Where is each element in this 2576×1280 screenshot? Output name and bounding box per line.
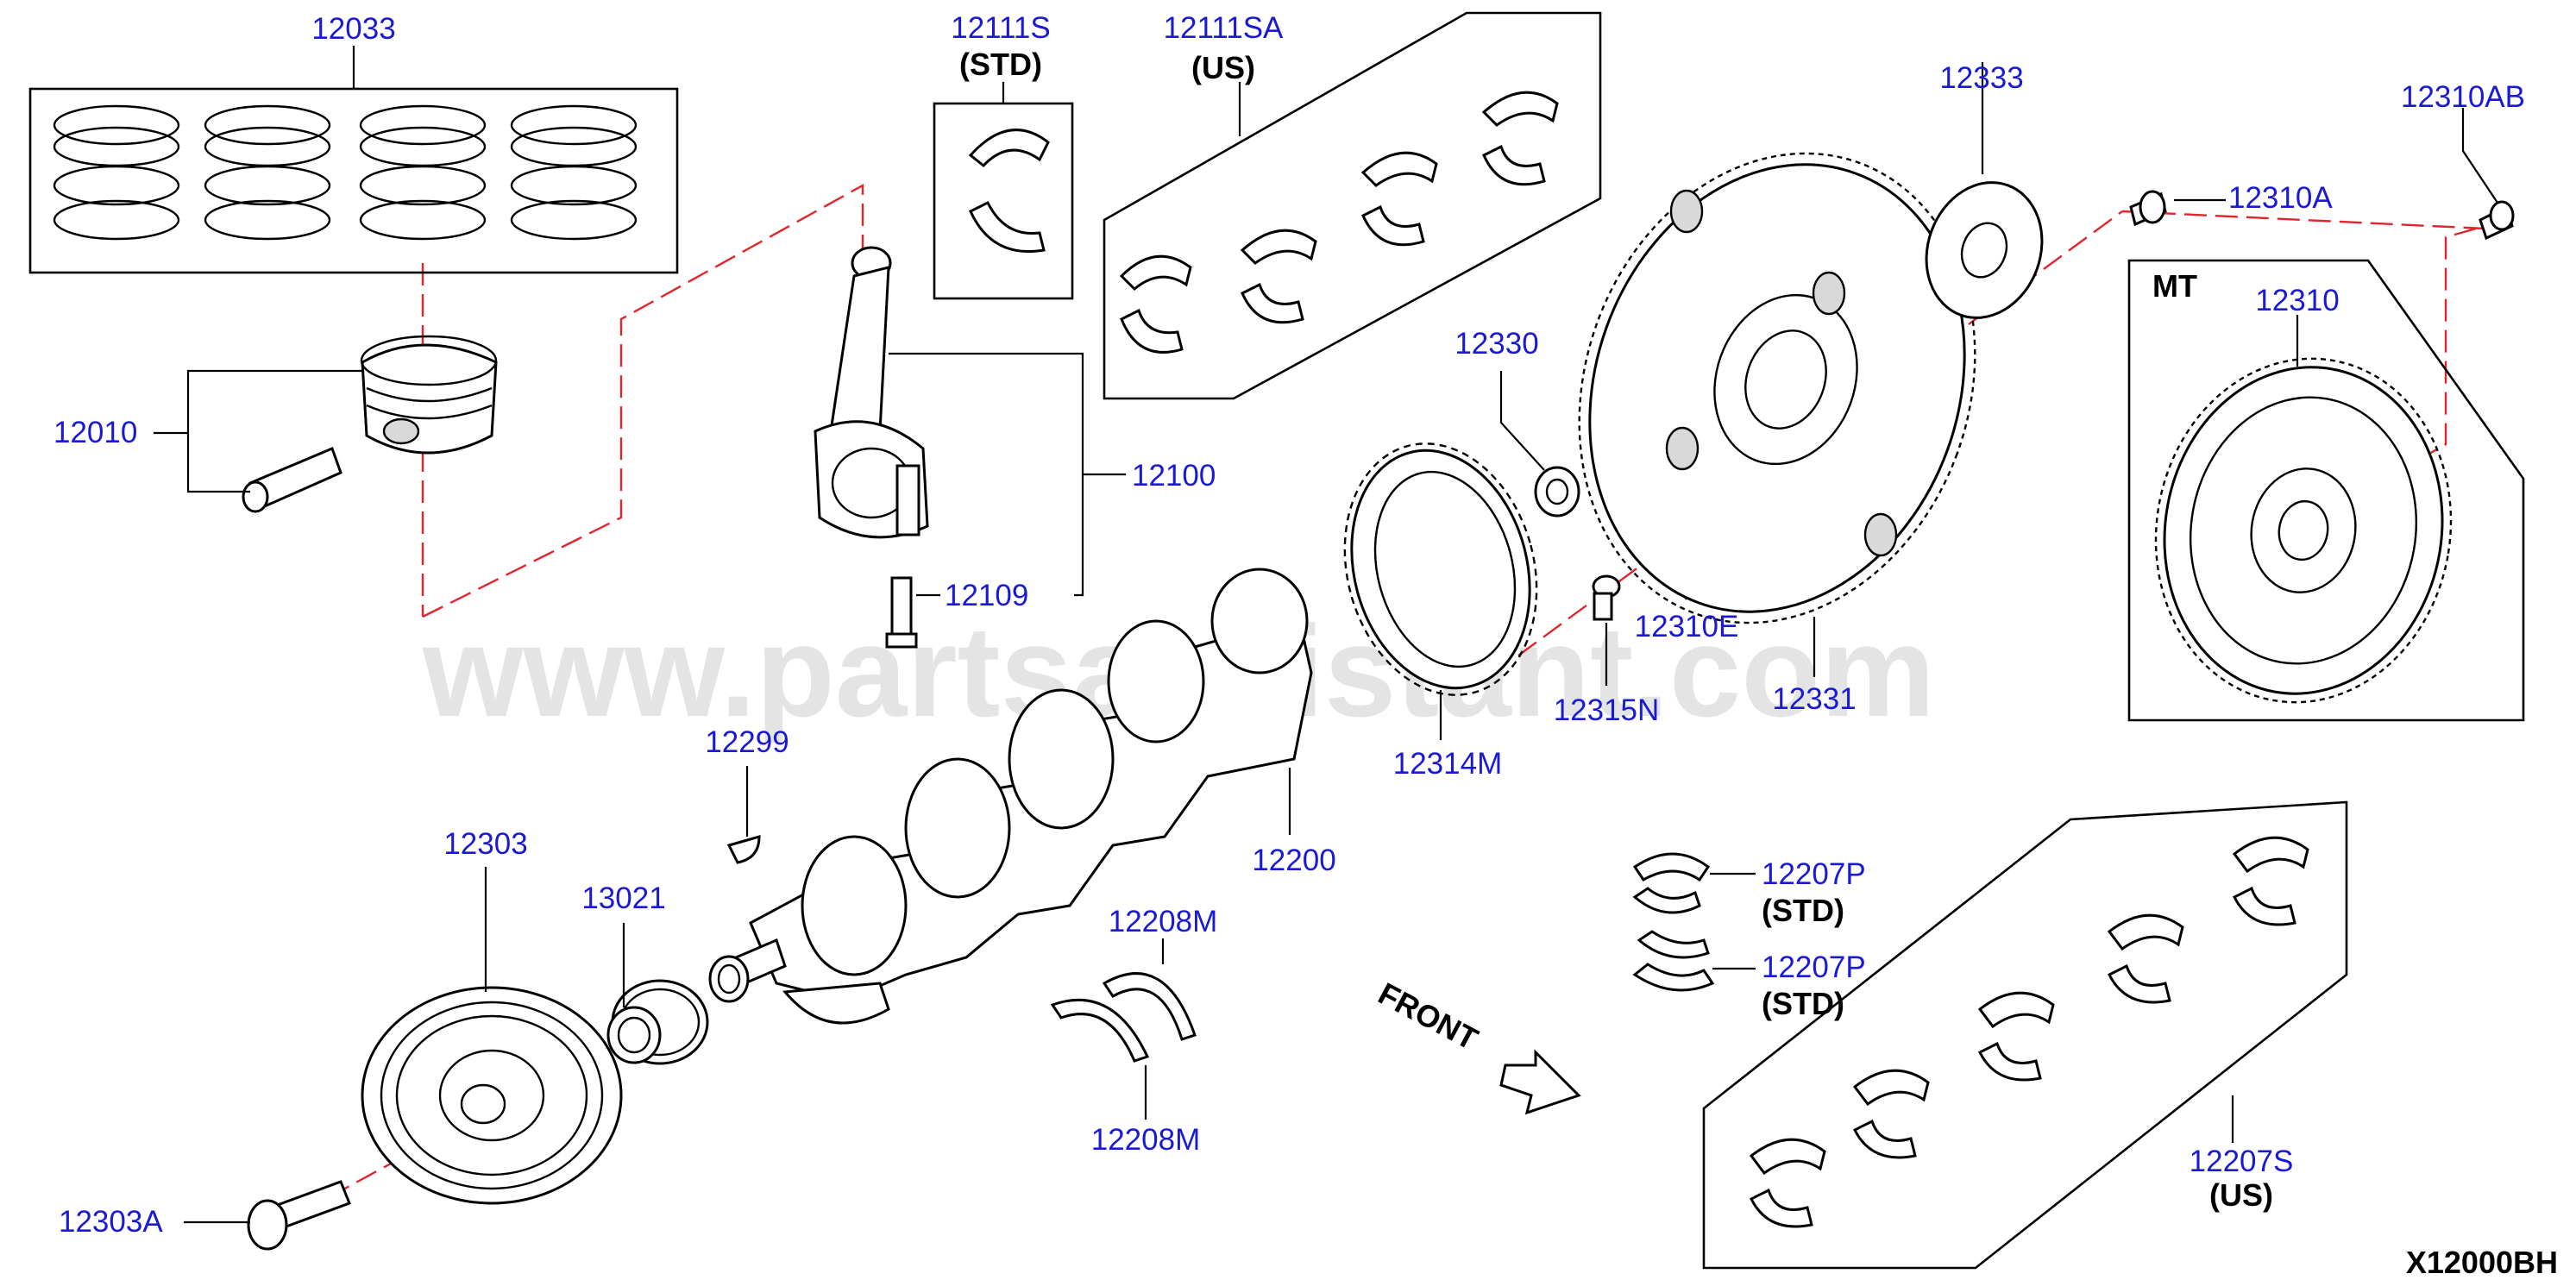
flywheel-bolt-mt[interactable] xyxy=(2461,108,2515,241)
piston-assembly[interactable] xyxy=(154,335,498,513)
label-12111SA[interactable]: 12111SA xyxy=(1164,11,1284,45)
crankshaft-sprocket[interactable] xyxy=(606,923,709,1065)
label-12315N[interactable]: 12315N xyxy=(1554,693,1660,727)
label-12109[interactable]: 12109 xyxy=(945,579,1028,612)
label-12333[interactable]: 12333 xyxy=(1939,61,2023,95)
signal-plate[interactable] xyxy=(1317,422,1563,740)
label-12310E[interactable]: 12310E xyxy=(1635,610,1739,643)
label-12330[interactable]: 12330 xyxy=(1454,327,1538,361)
woodruff-key[interactable] xyxy=(726,766,761,864)
connecting-rod[interactable] xyxy=(814,246,1126,649)
crankshaft-pulley[interactable] xyxy=(361,867,623,1205)
drive-plate-bolt[interactable] xyxy=(2129,190,2226,227)
thrust-bearing[interactable] xyxy=(1050,938,1197,1120)
label-12207P-2[interactable]: 12207P xyxy=(1762,951,1866,984)
label-12207S-note: (US) xyxy=(2209,1177,2273,1213)
diagram-code: X12000BH xyxy=(2406,1245,2558,1280)
label-12010[interactable]: 12010 xyxy=(53,416,137,449)
label-12111SA-note: (US) xyxy=(1191,50,1255,85)
label-12303A[interactable]: 12303A xyxy=(59,1205,163,1239)
flywheel-bolt[interactable] xyxy=(1592,574,1621,686)
pulley-bolt[interactable] xyxy=(184,1180,351,1251)
crankshaft[interactable] xyxy=(708,568,1313,1025)
label-12207P-2-note: (STD) xyxy=(1762,986,1844,1021)
label-12208M-top[interactable]: 12208M xyxy=(1109,905,1217,938)
front-indicator: FRONT xyxy=(1373,976,1581,1115)
pilot-bushing[interactable] xyxy=(1499,371,1580,518)
label-12207S[interactable]: 12207S xyxy=(2190,1145,2294,1178)
label-12100[interactable]: 12100 xyxy=(1132,459,1216,493)
label-12310[interactable]: 12310 xyxy=(2255,284,2339,317)
label-12207P-1[interactable]: 12207P xyxy=(1762,857,1866,891)
drive-plate[interactable] xyxy=(1515,97,2039,679)
piston-rings-set[interactable] xyxy=(28,46,679,274)
label-12299[interactable]: 12299 xyxy=(705,725,789,759)
conrod-bearing-std[interactable] xyxy=(933,82,1074,300)
label-12033[interactable]: 12033 xyxy=(311,12,395,46)
label-12200[interactable]: 12200 xyxy=(1252,844,1335,877)
label-12303[interactable]: 12303 xyxy=(443,827,527,861)
label-13021[interactable]: 13021 xyxy=(581,882,665,915)
label-12111S[interactable]: 12111S xyxy=(951,11,1050,45)
label-12310A[interactable]: 12310A xyxy=(2228,181,2333,215)
main-bearing-std[interactable] xyxy=(1632,852,1756,992)
front-label: FRONT xyxy=(1373,976,1484,1057)
label-12111S-note: (STD) xyxy=(959,47,1042,82)
mt-label: MT xyxy=(2152,268,2197,304)
label-12207P-1-note: (STD) xyxy=(1762,893,1844,928)
reinforcement-plate[interactable] xyxy=(1908,62,2061,334)
label-12310AB[interactable]: 12310AB xyxy=(2401,80,2525,114)
conrod-bearing-us[interactable] xyxy=(1103,11,1602,400)
label-12314M[interactable]: 12314M xyxy=(1393,747,1502,781)
main-bearing-us[interactable] xyxy=(1702,800,2348,1270)
label-12331[interactable]: 12331 xyxy=(1772,682,1856,716)
label-12208M-bottom[interactable]: 12208M xyxy=(1091,1123,1200,1157)
mt-flywheel-box[interactable] xyxy=(2127,259,2525,725)
